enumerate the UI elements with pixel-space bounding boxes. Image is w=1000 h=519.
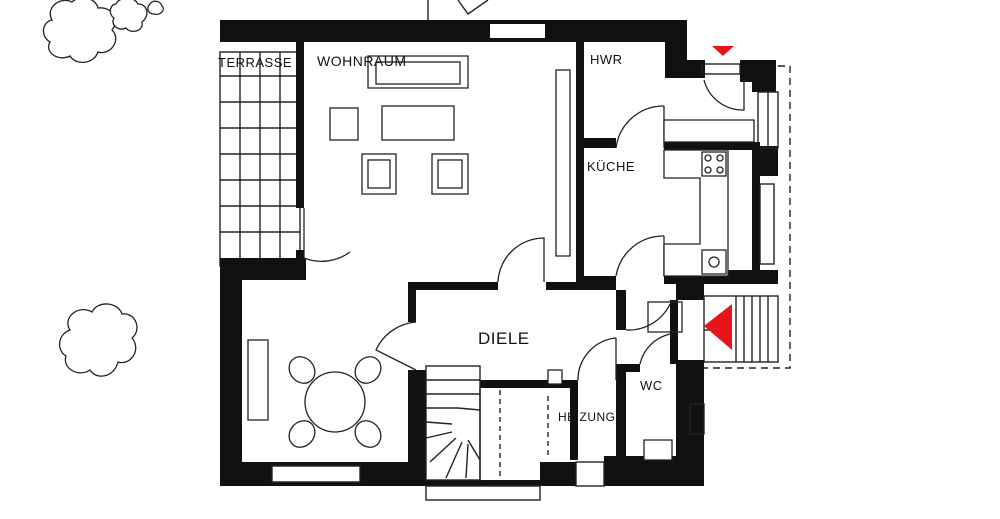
room-label-heizung: HEIZUNG <box>558 410 616 424</box>
kitchen-counter <box>663 149 729 277</box>
exterior-walls <box>220 20 778 486</box>
room-label-terrasse: TERRASSE <box>218 55 292 70</box>
tree-top-dot-icon <box>147 0 164 16</box>
room-label-wohnraum: WOHNRAUM <box>317 53 407 69</box>
dining-furniture <box>247 339 382 448</box>
coffee-table <box>381 105 455 141</box>
room-label-kueche: KÜCHE <box>587 159 635 174</box>
entrance-marker-top-icon <box>712 46 734 56</box>
entrance-marker-main-icon <box>704 304 732 350</box>
living-room-furniture <box>329 55 571 257</box>
sideboard <box>247 339 269 421</box>
room-label-diele: DIELE <box>478 329 530 348</box>
window-frames <box>271 63 779 501</box>
kitchen-fixtures <box>547 119 755 461</box>
tree-top-small-icon <box>109 0 148 33</box>
tree-top-left-icon <box>42 0 117 63</box>
wall-cabinet <box>555 69 571 257</box>
north-arrow-icon <box>427 0 489 20</box>
hwr-counter <box>663 119 755 143</box>
terrace-tiles <box>219 51 301 267</box>
interior-walls <box>296 42 760 466</box>
armchair-left <box>329 107 359 141</box>
staircase <box>425 365 549 481</box>
tree-left-icon <box>59 303 138 377</box>
wc-toilet <box>643 439 673 461</box>
room-label-wc: WC <box>640 378 663 393</box>
dining-table <box>304 371 366 433</box>
room-label-hwr: HWR <box>590 52 623 67</box>
